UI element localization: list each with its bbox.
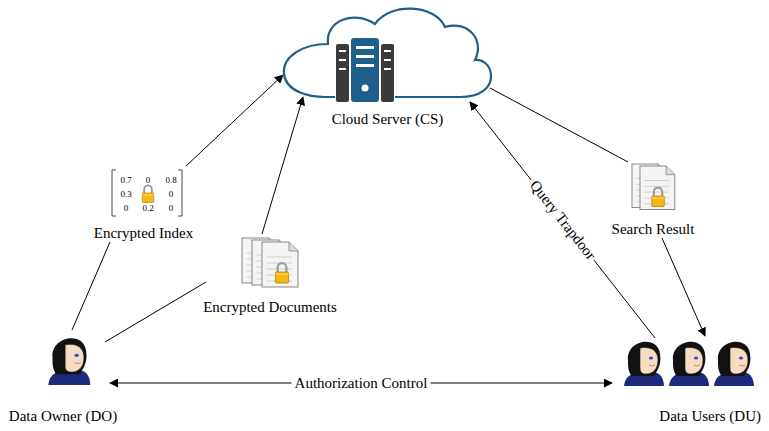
matrix-cell: 0 — [124, 203, 129, 213]
node-label: Cloud Server (CS) — [280, 111, 495, 128]
encrypted-documents-icon — [190, 234, 350, 294]
connector — [105, 282, 206, 342]
connector — [470, 102, 655, 338]
search-result-icon — [590, 160, 716, 214]
data-users: Data Users (DU) — [600, 328, 769, 425]
connector — [186, 75, 283, 166]
data-owner: Data Owner (DO) — [0, 325, 126, 425]
search-result: Search Result — [590, 160, 716, 238]
cloud-server: Cloud Server (CS) — [280, 2, 495, 128]
matrix-cell: 0 — [169, 203, 174, 213]
connector — [490, 88, 628, 162]
matrix-cell: 0.2 — [142, 203, 153, 213]
connector — [662, 238, 705, 336]
connector — [72, 242, 110, 330]
matrix-cell: 0.7 — [120, 175, 131, 185]
node-label: Data Owner (DO) — [0, 408, 126, 425]
node-label: Search Result — [590, 221, 716, 238]
node-label: Encrypted Documents — [190, 299, 350, 316]
cloud-server-icon — [280, 2, 495, 107]
data-users-icon — [600, 328, 769, 386]
encrypted-documents: Encrypted Documents — [190, 234, 350, 316]
connector — [262, 97, 303, 234]
matrix-cell: 0.3 — [120, 189, 131, 199]
matrix-cell: 0 — [169, 189, 174, 199]
node-label: Data Users (DU) — [600, 408, 769, 425]
edge-label: Authorization Control — [292, 375, 431, 391]
data-owner-icon — [0, 325, 126, 385]
matrix-cell: 0.8 — [165, 175, 176, 185]
matrix-cell: 0 — [146, 175, 151, 185]
node-label: Encrypted Index — [76, 225, 211, 242]
edge-label: Query Trapdoor — [525, 175, 601, 265]
